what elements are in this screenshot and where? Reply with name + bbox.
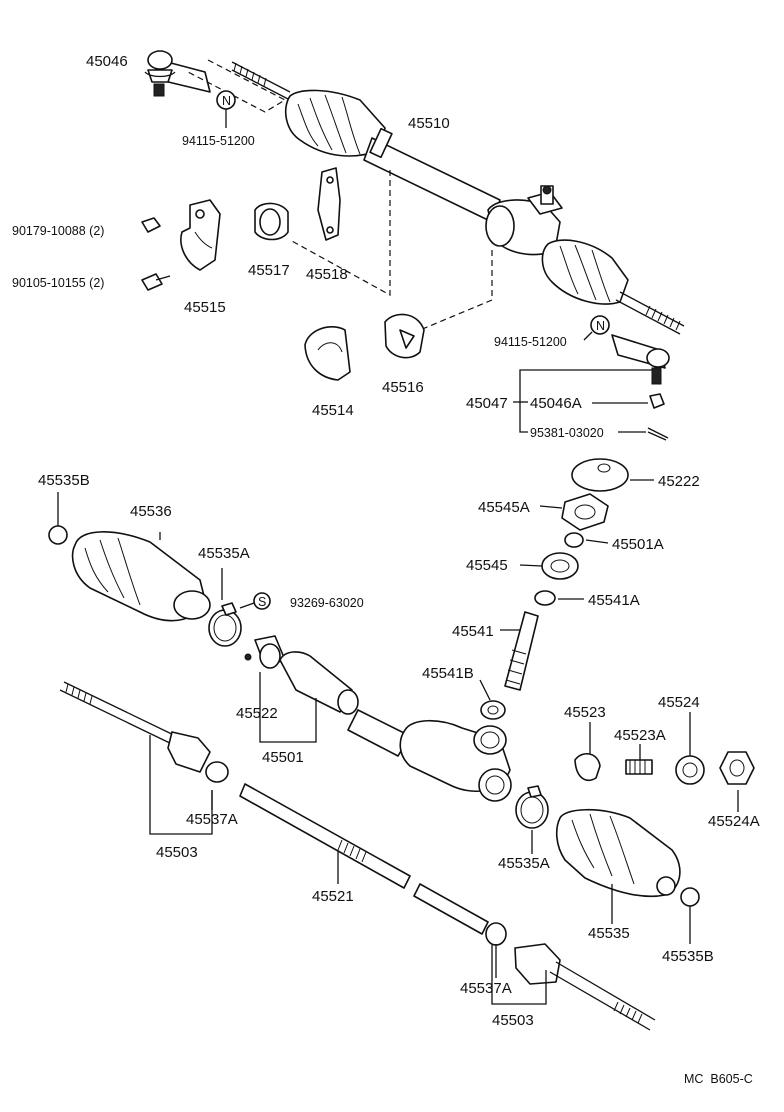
callout-45535b-left: 45535B: [38, 472, 90, 489]
rack-bar-45521: [239, 783, 507, 946]
inner-tie-rod-right: [514, 943, 656, 1031]
callout-45535a-left: 45535A: [198, 545, 250, 562]
callout-90105-10155: 90105-10155 (2): [12, 276, 104, 290]
tie-rod-end-left: [144, 50, 211, 97]
rack-guide-45523: [574, 753, 601, 782]
rack-boot-right: [541, 239, 629, 305]
callout-45545a: 45545A: [478, 499, 530, 516]
lower-assembly: S: [48, 458, 755, 1031]
s-marker: S: [253, 592, 271, 610]
nut-45545a: [561, 493, 609, 531]
tube-45501: [279, 651, 359, 715]
callout-45524: 45524: [658, 694, 700, 711]
plug-45524: [675, 755, 705, 785]
callout-45537a-left: 45537A: [186, 811, 238, 828]
callout-45517: 45517: [248, 262, 290, 279]
bolt-90105: [141, 273, 171, 291]
callout-45503-right: 45503: [492, 1012, 534, 1029]
threaded-rod-left: [231, 61, 291, 101]
bushing-45516: [384, 313, 425, 359]
leader-45518: [289, 170, 391, 297]
bushing-45522: [244, 635, 286, 669]
leader-45047-top: [519, 369, 652, 402]
clip-45535b-left: [48, 492, 68, 545]
figure-code: MC B605-C: [684, 1072, 753, 1086]
leader-45503-right: [491, 945, 547, 1005]
locknut-45524a: [719, 751, 755, 785]
callout-45521: 45521: [312, 888, 354, 905]
callout-90179-10088: 90179-10088 (2): [12, 224, 104, 238]
leader-45501: [259, 672, 317, 743]
callout-94115-51200-right: 94115-51200: [494, 335, 567, 349]
clamp-45514: [304, 326, 351, 381]
leader-45047-bottom: [519, 402, 528, 433]
callout-45515: 45515: [184, 299, 226, 316]
bearing-45545: [541, 552, 579, 580]
seal-45501a: [564, 532, 584, 548]
callout-labels: 45046 94115-51200 45510 90179-10088 (2) …: [12, 53, 760, 1086]
callout-45536: 45536: [130, 503, 172, 520]
callout-94115-51200-left: 94115-51200: [182, 134, 255, 148]
gear-housing-upper: [485, 185, 563, 256]
callout-45510: 45510: [408, 115, 450, 132]
bushing-45517: [254, 202, 289, 241]
callout-45523a: 45523A: [614, 727, 666, 744]
rack-housing-tube: [363, 127, 501, 223]
callout-45524a: 45524A: [708, 813, 760, 830]
leader-45516: [419, 250, 493, 331]
threaded-rod-right: [615, 291, 685, 335]
cotter-pin-95381: [647, 427, 669, 441]
boot-45535: [555, 808, 681, 898]
callout-45535a-right: 45535A: [498, 855, 550, 872]
s-marker-text: S: [258, 595, 266, 609]
callout-45523: 45523: [564, 704, 606, 721]
rack-housing-lower: [347, 709, 512, 802]
callout-45514: 45514: [312, 402, 354, 419]
upper-assembly: N: [141, 50, 685, 441]
callout-45501a: 45501A: [612, 536, 664, 553]
boot-45536: [71, 531, 211, 622]
seal-45541a: [534, 590, 556, 606]
callout-45522: 45522: [236, 705, 278, 722]
leader-45503-left: [149, 735, 213, 835]
tie-rod-end-right: [611, 334, 670, 385]
callout-45518: 45518: [306, 266, 348, 283]
bearing-45541b: [480, 700, 506, 720]
bracket-45515: [180, 199, 221, 271]
callout-45535: 45535: [588, 925, 630, 942]
callout-45046: 45046: [86, 53, 128, 70]
bolt-90179: [141, 217, 161, 233]
spring-45523a: [625, 759, 653, 775]
clamp-45518: [317, 167, 341, 241]
callout-45503-left: 45503: [156, 844, 198, 861]
n-marker-right: N: [590, 315, 610, 335]
callout-45046a: 45046A: [530, 395, 582, 412]
cap-45222: [571, 458, 629, 492]
callout-45541b: 45541B: [422, 665, 474, 682]
inner-tie-rod-left: [59, 681, 229, 783]
callout-45541a: 45541A: [588, 592, 640, 609]
pinion-45541: [504, 611, 539, 691]
clamp-45535a-right: [515, 785, 549, 829]
rack-boot-left: [284, 89, 386, 157]
n-marker-text: N: [596, 319, 605, 333]
callout-93269-63020: 93269-63020: [290, 596, 364, 610]
callout-45545: 45545: [466, 557, 508, 574]
nut-45046a: [649, 393, 665, 409]
clamp-45535a-left: [208, 602, 242, 647]
callout-45047: 45047: [466, 395, 508, 412]
callout-45501: 45501: [262, 749, 304, 766]
callout-45516: 45516: [382, 379, 424, 396]
n-marker-text: N: [222, 94, 231, 108]
callout-45222: 45222: [658, 473, 700, 490]
callout-45535b-right: 45535B: [662, 948, 714, 965]
n-marker-left: N: [216, 90, 236, 110]
callout-95381-03020: 95381-03020: [530, 426, 604, 440]
callout-45537a-right: 45537A: [460, 980, 512, 997]
clip-45535b-right: [680, 887, 700, 907]
callout-45541: 45541: [452, 623, 494, 640]
